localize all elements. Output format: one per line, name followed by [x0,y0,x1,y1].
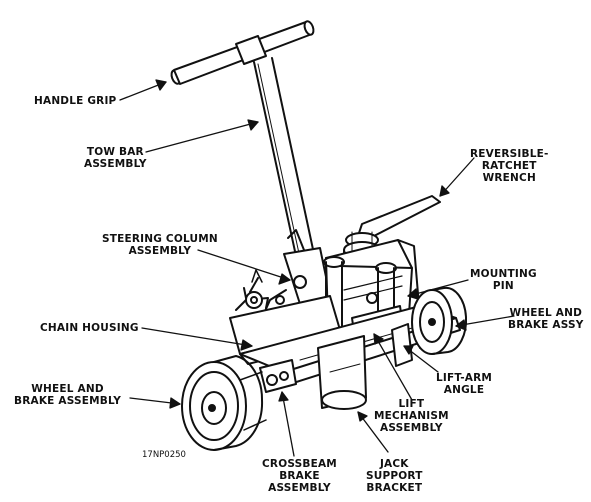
label-line: CROSSBEAM [262,458,337,470]
label-line: ANGLE [443,384,485,396]
jack-support-bracket [317,335,367,410]
label-line: PIN [492,280,514,292]
label-line: JACK [379,458,409,470]
label-line: BRAKE ASSEMBLY [14,395,122,407]
label-reversible-ratchet-wrench: REVERSIBLE- RATCHET WRENCH [470,148,549,184]
tow-bar [253,57,315,259]
label-line: LIFT [398,398,425,410]
label-line: RATCHET [481,160,537,172]
label-line: BRACKET [366,482,423,494]
label-line: ASSEMBLY [268,482,331,494]
label-line: BRAKE ASSY [508,319,584,331]
label-wheel-brake-assy: WHEEL AND BRAKE ASSY [508,307,584,331]
label-lift-arm-angle: LIFT-ARM ANGLE [436,372,492,396]
label-line: ASSEMBLY [380,422,443,434]
label-line: WRENCH [482,172,536,184]
label-line: ASSEMBLY [128,245,192,257]
label-line: ASSEMBLY [84,158,147,170]
label-line: SUPPORT [366,470,423,482]
label-wheel-brake-assembly: WHEEL AND BRAKE ASSEMBLY [14,383,121,407]
label-mounting-pin: MOUNTING PIN [470,268,537,292]
handle-grip [170,20,315,85]
crossbeam-brake [259,359,297,393]
label-line: WHEEL AND [509,307,583,319]
label-line: WHEEL AND [31,383,104,395]
label-line: CHAIN HOUSING [40,322,139,334]
label-lift-mechanism-assembly: LIFT MECHANISM ASSEMBLY [374,398,449,434]
label-line: MECHANISM [374,410,449,422]
figure-reference: 17NP0250 [142,450,186,460]
label-line: MOUNTING [470,268,537,280]
label-line: STEERING COLUMN [102,233,218,245]
label-steering-column-assembly: STEERING COLUMN ASSEMBLY [102,233,218,257]
label-line: BRAKE [279,470,320,482]
label-line: REVERSIBLE- [470,148,549,160]
leader-arrows [119,79,515,457]
label-crossbeam-brake-assembly: CROSSBEAM BRAKE ASSEMBLY [262,458,337,494]
label-tow-bar-assembly: TOW BAR ASSEMBLY [84,146,147,170]
label-line: LIFT-ARM [436,372,493,384]
label-line: HANDLE GRIP [34,95,117,107]
label-handle-grip: HANDLE GRIP [34,95,116,107]
label-chain-housing: CHAIN HOUSING [40,322,139,334]
label-line: TOW BAR [86,146,144,158]
label-jack-support-bracket: JACK SUPPORT BRACKET [366,458,423,494]
left-wheel [181,355,267,451]
